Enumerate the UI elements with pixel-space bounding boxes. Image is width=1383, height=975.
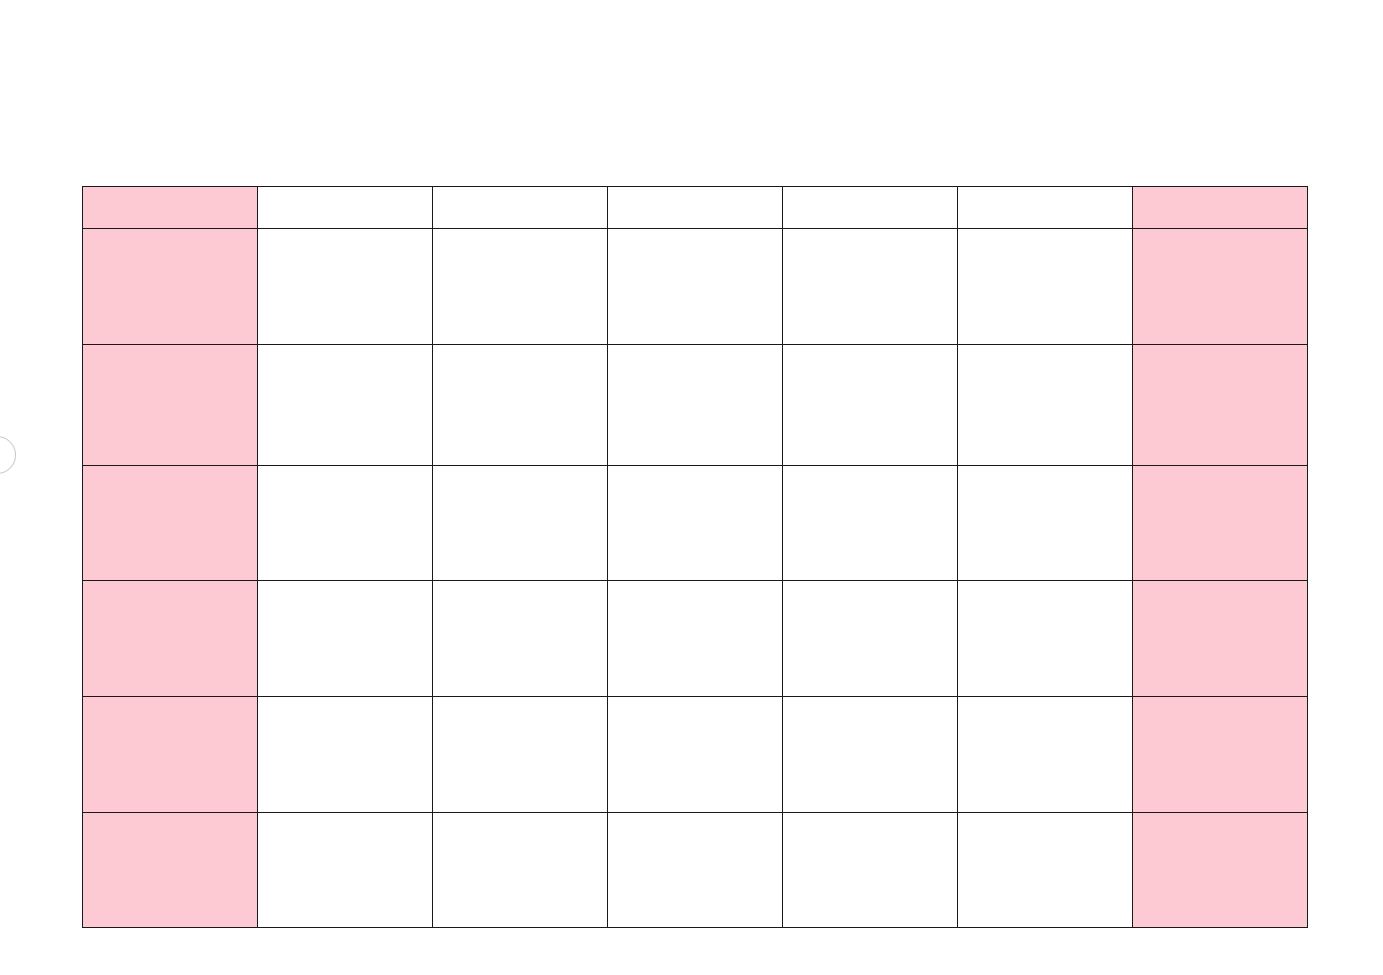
day-cell[interactable] <box>782 465 958 581</box>
day-cell[interactable] <box>782 812 958 928</box>
week-row <box>82 580 1308 697</box>
day-cell[interactable] <box>257 344 433 466</box>
day-cell[interactable] <box>257 465 433 581</box>
day-cell[interactable] <box>607 696 783 813</box>
week-row <box>82 228 1308 345</box>
day-cell[interactable] <box>432 812 608 928</box>
day-cell[interactable] <box>82 696 258 813</box>
header-cell <box>432 186 608 229</box>
day-cell[interactable] <box>957 580 1133 697</box>
day-cell[interactable] <box>957 344 1133 466</box>
week-row <box>82 696 1308 813</box>
day-cell[interactable] <box>432 228 608 345</box>
day-cell[interactable] <box>1132 580 1308 697</box>
day-cell[interactable] <box>607 228 783 345</box>
calendar-header-row <box>82 186 1308 229</box>
day-cell[interactable] <box>82 812 258 928</box>
header-cell <box>1132 186 1308 229</box>
day-cell[interactable] <box>432 580 608 697</box>
day-cell[interactable] <box>257 696 433 813</box>
day-cell[interactable] <box>82 344 258 466</box>
header-cell <box>782 186 958 229</box>
day-cell[interactable] <box>257 580 433 697</box>
header-cell <box>607 186 783 229</box>
day-cell[interactable] <box>607 812 783 928</box>
day-cell[interactable] <box>782 696 958 813</box>
day-cell[interactable] <box>782 344 958 466</box>
day-cell[interactable] <box>957 696 1133 813</box>
day-cell[interactable] <box>957 228 1133 345</box>
day-cell[interactable] <box>607 344 783 466</box>
calendar-grid <box>82 186 1308 928</box>
day-cell[interactable] <box>82 228 258 345</box>
day-cell[interactable] <box>1132 344 1308 466</box>
day-cell[interactable] <box>782 580 958 697</box>
day-cell[interactable] <box>607 580 783 697</box>
header-cell <box>257 186 433 229</box>
header-cell <box>82 186 258 229</box>
day-cell[interactable] <box>82 465 258 581</box>
day-cell[interactable] <box>1132 465 1308 581</box>
day-cell[interactable] <box>957 812 1133 928</box>
day-cell[interactable] <box>432 696 608 813</box>
day-cell[interactable] <box>782 228 958 345</box>
week-row <box>82 812 1308 928</box>
day-cell[interactable] <box>432 465 608 581</box>
day-cell[interactable] <box>957 465 1133 581</box>
day-cell[interactable] <box>607 465 783 581</box>
week-row <box>82 344 1308 466</box>
day-cell[interactable] <box>1132 228 1308 345</box>
header-cell <box>957 186 1133 229</box>
side-panel-toggle-handle[interactable] <box>0 436 16 474</box>
day-cell[interactable] <box>1132 696 1308 813</box>
week-row <box>82 465 1308 581</box>
day-cell[interactable] <box>257 228 433 345</box>
day-cell[interactable] <box>257 812 433 928</box>
day-cell[interactable] <box>82 580 258 697</box>
day-cell[interactable] <box>432 344 608 466</box>
day-cell[interactable] <box>1132 812 1308 928</box>
